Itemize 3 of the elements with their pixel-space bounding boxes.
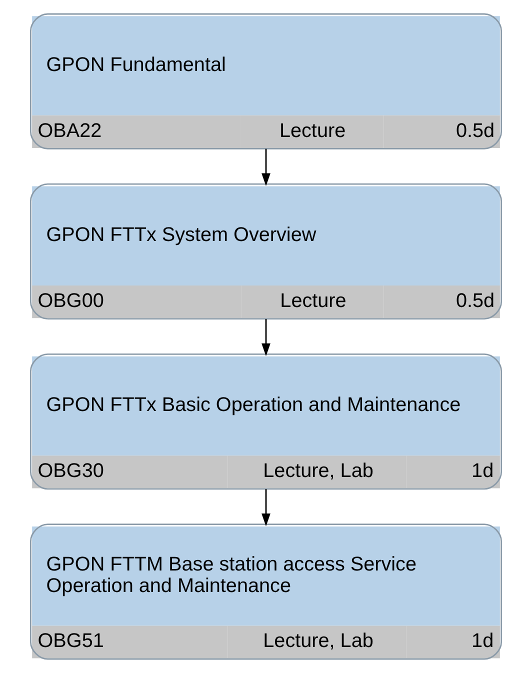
- arrow: [261, 148, 270, 186]
- arrow: [261, 489, 270, 526]
- arrow: [261, 318, 270, 356]
